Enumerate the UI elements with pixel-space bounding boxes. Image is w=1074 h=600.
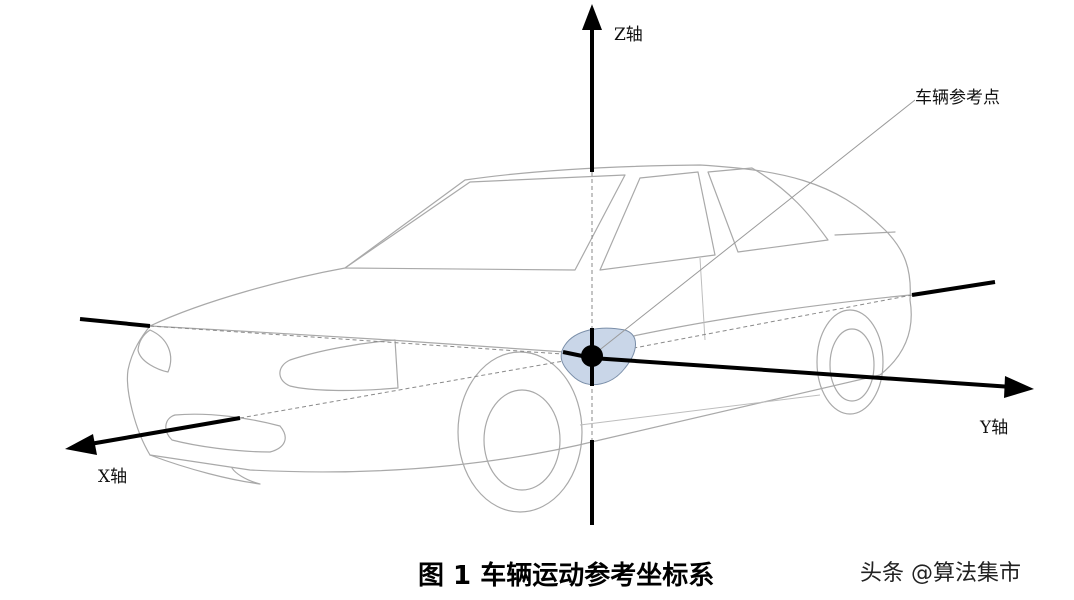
y-axis-label: Y轴 [979,418,1008,438]
car-trunk [834,231,896,236]
dashed-guides [149,172,913,440]
car-headlight-left [137,329,172,373]
car-rear-hub [829,328,875,402]
car-headlight-right [279,339,399,392]
car-hood [149,325,566,353]
dashed-y-line [149,325,593,357]
origin-point [581,345,603,367]
car-windshield [344,174,626,271]
car-door-line [699,257,706,341]
dashed-y-rear [591,294,913,357]
watermark: 头条 @算法集市 [860,561,1021,586]
y-axis-rear-segment [911,280,996,297]
car-front-window [599,171,716,271]
reference-leader-line [591,99,916,357]
x-axis-line [89,416,241,446]
y-axis-arrowhead [1004,376,1034,398]
car-bumper [149,454,261,485]
car-rear-wheel [816,309,884,415]
y-axis-front-segment [79,317,151,328]
y-axis-line [591,356,1013,389]
z-axis-label: Z轴 [614,25,643,45]
car-outline [126,164,912,513]
figure-caption: 图 1 车辆运动参考坐标系 [418,560,714,591]
car-sill [579,394,821,426]
z-axis-arrowhead [582,4,602,30]
reference-point-label: 车辆参考点 [915,88,1000,108]
dashed-x-line [239,355,593,419]
car-rear-window [707,167,829,253]
x-axis-label: X轴 [98,467,127,487]
car-front-wheel [457,351,583,513]
x-axis-arrowhead [65,434,97,455]
car-front-hub [483,389,561,491]
car-body [126,164,912,473]
